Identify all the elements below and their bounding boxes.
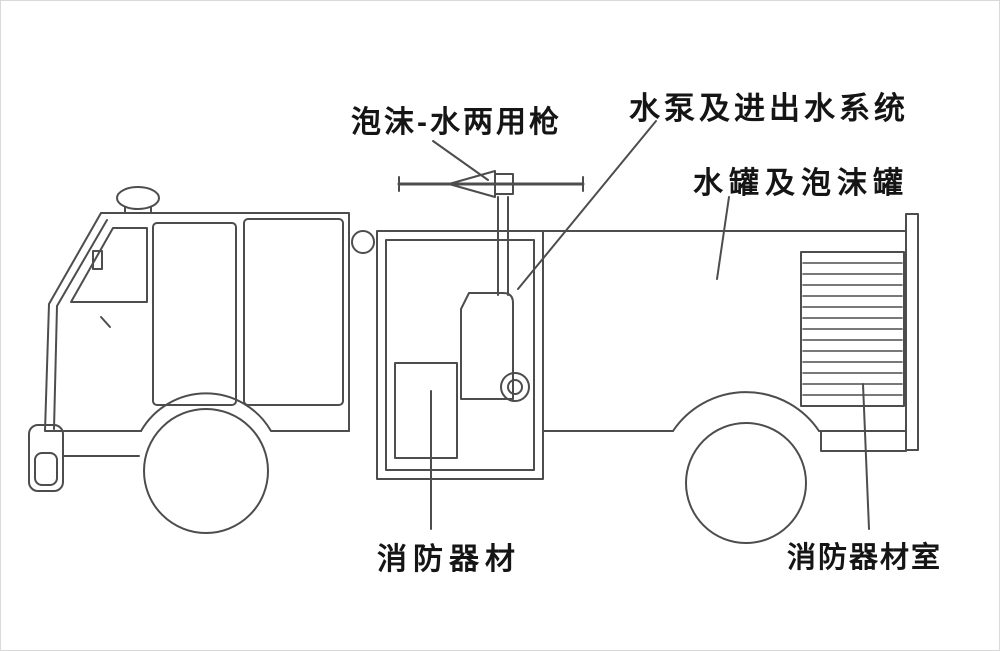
monitor-riser-pipe: [497, 196, 509, 296]
front-wheel: [143, 408, 269, 534]
label-foam-water-gun: 泡沫-水两用枪: [351, 106, 562, 139]
beacon-legs: [124, 206, 152, 214]
cab-window-rear: [243, 218, 344, 406]
windshield-pillar-inner: [53, 219, 108, 430]
front-bumper: [28, 424, 140, 492]
siren-horn: [351, 230, 375, 254]
beacon-light: [116, 186, 160, 210]
monitor-bar-ticks: [398, 176, 584, 192]
cab-roof-rear: [100, 212, 350, 432]
pump-port-outer: [500, 372, 530, 402]
equipment-box: [394, 362, 458, 459]
monitor-base-block: [494, 173, 514, 195]
shutter-door: [800, 251, 905, 407]
label-fire-equipment: 消防器材: [377, 543, 521, 576]
rear-wheel-arch: [672, 391, 820, 432]
leader-lines: [430, 120, 870, 530]
shutter-slats: [802, 262, 903, 396]
cab-bottom-arch: [140, 392, 350, 432]
cab-window-front: [152, 222, 237, 406]
pump-port-inner: [507, 379, 523, 395]
leader-water-foam-tank: [716, 196, 730, 280]
cab-front-outline: [44, 212, 142, 432]
rear-skirt: [820, 430, 907, 452]
label-pump-system: 水泵及进出水系统: [629, 91, 909, 126]
rear-wheel: [685, 422, 807, 544]
tank-body: [542, 213, 919, 452]
truck-cab: [44, 186, 375, 432]
door-handle: [92, 250, 103, 270]
label-water-foam-tank: 水罐及泡沫罐: [693, 167, 909, 200]
leader-fire-equipment-room: [862, 383, 870, 530]
windshield-glass: [70, 227, 148, 303]
pump-bay-inner: [385, 239, 535, 471]
leader-foam-water-gun: [432, 140, 489, 181]
door-mark: [100, 316, 111, 328]
label-fire-equipment-room: 消防器材室: [787, 542, 943, 574]
tank-end-cap: [905, 213, 919, 451]
pump-compartment: [376, 230, 544, 480]
bumper-outer: [28, 424, 64, 492]
pump-unit-body: [460, 292, 514, 400]
leader-pump-system: [517, 120, 657, 290]
water-monitor: [397, 170, 585, 296]
bumper-inner: [34, 452, 58, 486]
shutter-frame: [800, 251, 905, 407]
